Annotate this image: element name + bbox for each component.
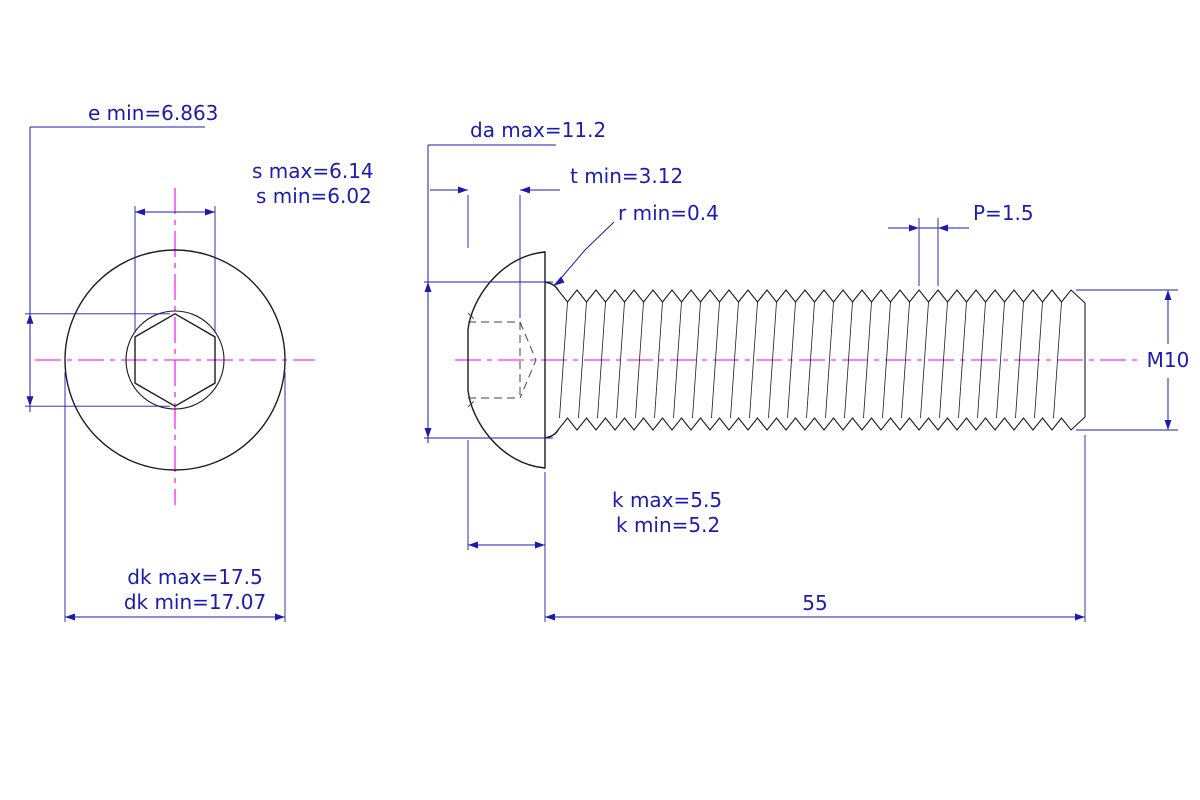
pitch-arrow-left — [938, 224, 948, 232]
socket-wall-hidden-lines — [468, 321, 520, 399]
dk-arrow-left — [65, 613, 75, 621]
pitch-dimension: P=1.5 — [888, 201, 1034, 286]
da-dimension: da max=11.2 — [424, 118, 606, 443]
pitch-arrow-right — [909, 224, 919, 232]
da-arrow-down — [424, 428, 432, 438]
t-arrow-right — [458, 186, 468, 194]
thread-top-crests — [557, 289, 1086, 304]
label-k-min: k min=5.2 — [616, 513, 720, 537]
head-outer-circle — [64, 249, 286, 471]
socket-chamfer-hidden-lines — [467, 312, 478, 408]
label-e-min: e min=6.863 — [88, 101, 218, 125]
da-extension-lines — [424, 281, 553, 439]
hidden-socket — [467, 312, 537, 408]
socket-cone-hidden-line — [519, 321, 537, 399]
length-dimension: 55 — [544, 435, 1086, 622]
e-dimension: e min=6.863 — [25, 101, 218, 412]
m10-extension-lines — [1076, 289, 1178, 431]
side-view: da max=11.2 t min=3.12 r min=0.4 P=1.5 — [424, 118, 1189, 622]
label-k-max: k max=5.5 — [612, 488, 722, 512]
label-thread-designation: M10 — [1147, 348, 1190, 372]
k-arrow-right — [535, 541, 545, 549]
socket-circle — [125, 310, 225, 410]
length-extension-lines — [544, 435, 1086, 622]
pitch-extension-lines — [918, 218, 939, 286]
threaded-shank — [557, 289, 1086, 431]
underhead-fillet-bottom — [544, 429, 559, 439]
thread-diameter-dimension: M10 — [1076, 289, 1190, 431]
thread-bottom-crests — [557, 416, 1086, 431]
s-extension-lines — [134, 206, 216, 333]
label-da-max: da max=11.2 — [470, 118, 606, 142]
e-arrow-up — [26, 313, 34, 324]
length-arrow-left — [545, 613, 555, 621]
s-dimension: s max=6.14 s min=6.02 — [134, 159, 374, 333]
label-length: 55 — [802, 591, 827, 615]
t-dimension: t min=3.12 — [430, 164, 683, 318]
t-arrow-left — [520, 186, 530, 194]
m10-arrow-down — [1164, 420, 1172, 430]
m10-arrow-up — [1164, 290, 1172, 300]
label-s-max: s max=6.14 — [252, 159, 374, 183]
label-s-min: s min=6.02 — [256, 184, 372, 208]
hex-socket — [134, 313, 216, 407]
da-arrow-up — [424, 282, 432, 292]
e-arrow-down — [26, 396, 34, 407]
k-dimension: k max=5.5 k min=5.2 — [467, 440, 722, 550]
label-dk-min: dk min=17.07 — [124, 590, 266, 614]
r-leader-arrow — [553, 276, 565, 286]
label-dk-max: dk max=17.5 — [127, 565, 263, 589]
label-t-min: t min=3.12 — [570, 164, 683, 188]
dk-dimension: dk max=17.5 dk min=17.07 — [64, 372, 286, 622]
head-dome-outline — [467, 251, 546, 469]
e-extension-lines — [25, 313, 170, 407]
label-pitch: P=1.5 — [973, 201, 1034, 225]
t-extension-lines — [467, 195, 521, 318]
dk-extension-lines — [64, 372, 286, 622]
thread-flank-lines — [559, 301, 1062, 419]
front-view: e min=6.863 s max=6.14 s min=6.02 dk max… — [25, 101, 374, 622]
dk-arrow-right — [275, 613, 285, 621]
length-arrow-right — [1075, 613, 1085, 621]
r-leader-line — [555, 221, 615, 285]
label-r-min: r min=0.4 — [618, 201, 719, 225]
s-arrow-left — [135, 208, 145, 216]
r-dimension: r min=0.4 — [553, 201, 719, 286]
s-arrow-right — [205, 208, 215, 216]
k-arrow-left — [468, 541, 478, 549]
